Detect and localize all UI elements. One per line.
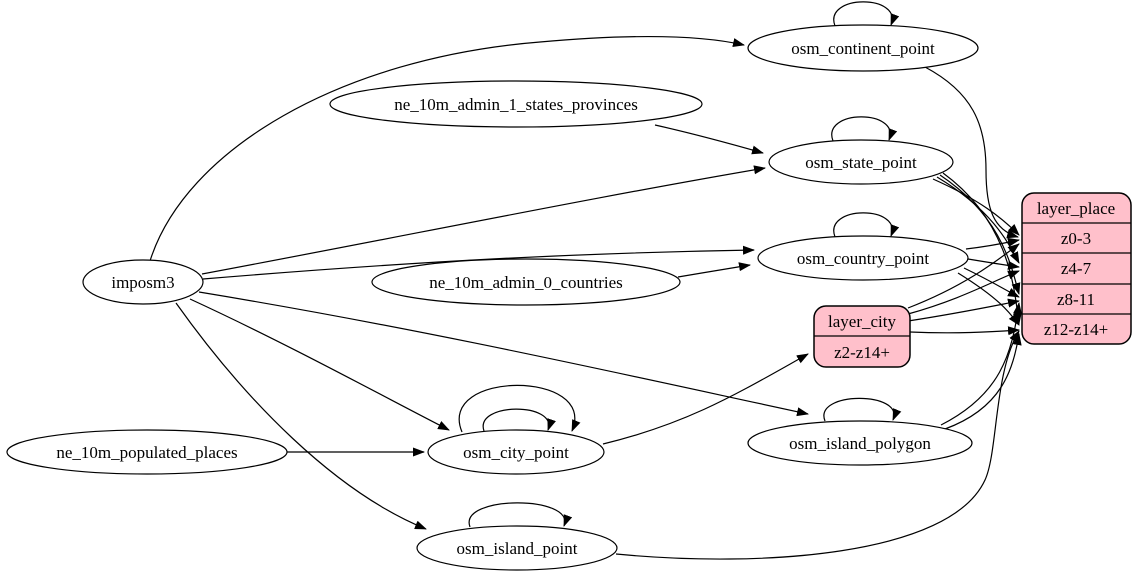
- node-osm-state-point-shape: [768, 139, 954, 185]
- node-osm-island-polygon: osm_island_polygon: [747, 420, 973, 466]
- edge-osm-island-polygon-z12-z14: [944, 333, 1022, 430]
- self-loop-osm-state-point: [831, 116, 898, 142]
- record-layer-place-title: layer_place: [1037, 199, 1115, 218]
- edge-osm-island-polygon-z8-11: [940, 302, 1022, 426]
- node-osm-island-point: osm_island_point: [416, 525, 618, 571]
- edge-imposm3-osm-state-point: [201, 165, 766, 275]
- record-layer-place-row-z0-3: z0-3: [1061, 229, 1091, 248]
- node-osm-state-point: osm_state_point: [768, 139, 954, 185]
- node-ne-10m-admin-0-countries: ne_10m_admin_0_countries: [371, 258, 681, 306]
- self-loop-inner-osm-city-point: [482, 408, 556, 432]
- node-imposm3: imposm3: [82, 259, 204, 305]
- edge-layer-city-z0-3: [907, 243, 1020, 309]
- edge-layer-city-z4-7: [907, 270, 1020, 315]
- node-osm-island-point-label: osm_island_point: [457, 539, 578, 558]
- edge-imposm3-osm-island-polygon: [198, 291, 809, 417]
- record-layer-place-row-z4-7: z4-7: [1061, 259, 1092, 278]
- edge-layer-city-z8-11: [907, 298, 1020, 322]
- edge-osm-state-point-z4-7: [936, 176, 1020, 264]
- edge-osm-country-point-z0-3: [965, 237, 1020, 250]
- node-osm-continent-point-label: osm_continent_point: [791, 39, 935, 58]
- node-imposm3-shape: [82, 259, 204, 305]
- self-loop-osm-continent-point: [833, 1, 900, 27]
- record-layer-place-row-z12-z14: z12-z14+: [1044, 320, 1108, 339]
- edge-osm-island-point-z12-z14: [615, 330, 1020, 560]
- edge-imposm3-osm-city-point: [189, 298, 450, 431]
- record-layer-place-row-z8-11: z8-11: [1057, 290, 1095, 309]
- edge-ne10m-admin0-osm-country-point: [677, 262, 751, 278]
- edge-osm-city-point-layer-city: [602, 353, 809, 445]
- node-ne-10m-admin-1-states-provinces: ne_10m_admin_1_states_provinces: [329, 80, 703, 128]
- node-osm-country-point-label: osm_country_point: [797, 249, 929, 268]
- edge-osm-country-point-z8-11: [963, 267, 1020, 298]
- node-ne-10m-populated-places-label: ne_10m_populated_places: [56, 443, 237, 462]
- record-layer-city-row-z2-z14: z2-z14+: [834, 343, 890, 362]
- edge-layer-city-z12-z14: [909, 326, 1020, 336]
- node-ne-10m-admin-1-label: ne_10m_admin_1_states_provinces: [394, 95, 638, 114]
- record-layer-city-title: layer_city: [828, 312, 896, 331]
- node-osm-country-point-shape: [757, 235, 969, 281]
- node-osm-island-polygon-label: osm_island_polygon: [789, 434, 931, 453]
- node-ne-10m-admin-1-shape: [329, 80, 703, 128]
- node-osm-city-point: osm_city_point: [427, 429, 605, 475]
- node-ne-10m-populated-places-shape: [6, 429, 288, 475]
- edge-osm-continent-point-z0-3: [924, 66, 1019, 239]
- edge-ne10m-admin1-osm-state-point: [654, 124, 764, 155]
- self-loop-osm-island-point: [468, 502, 573, 528]
- node-osm-island-polygon-shape: [747, 420, 973, 466]
- node-ne-10m-admin-0-label: ne_10m_admin_0_countries: [429, 273, 623, 292]
- edge-osm-country-point-z4-7: [967, 258, 1020, 270]
- node-osm-city-point-label: osm_city_point: [463, 443, 569, 462]
- record-layer-place-shape: [1021, 192, 1132, 345]
- edge-osm-state-point-z8-11: [939, 174, 1021, 295]
- node-osm-state-point-label: osm_state_point: [805, 153, 917, 172]
- record-layer-city: layer_city z2-z14+: [813, 305, 911, 368]
- node-ne-10m-admin-0-shape: [371, 258, 681, 306]
- edge-osm-state-point-z0-3: [932, 178, 1020, 236]
- self-loop-osm-country-point: [833, 212, 900, 238]
- node-osm-continent-point-shape: [747, 24, 979, 72]
- self-loop-outer-osm-city-point: [458, 384, 581, 433]
- self-loop-osm-island-polygon: [823, 397, 902, 422]
- node-osm-island-point-shape: [416, 525, 618, 571]
- edge-imposm3-osm-continent-point: [149, 36, 745, 262]
- node-ne-10m-populated-places: ne_10m_populated_places: [6, 429, 288, 475]
- node-osm-continent-point: osm_continent_point: [747, 24, 979, 72]
- node-imposm3-label: imposm3: [111, 273, 174, 292]
- node-osm-country-point: osm_country_point: [757, 235, 969, 281]
- node-osm-city-point-shape: [427, 429, 605, 475]
- record-layer-place: layer_place z0-3 z4-7 z8-11 z12-z14+: [1021, 192, 1132, 345]
- edge-imposm3-osm-island-point: [175, 302, 427, 530]
